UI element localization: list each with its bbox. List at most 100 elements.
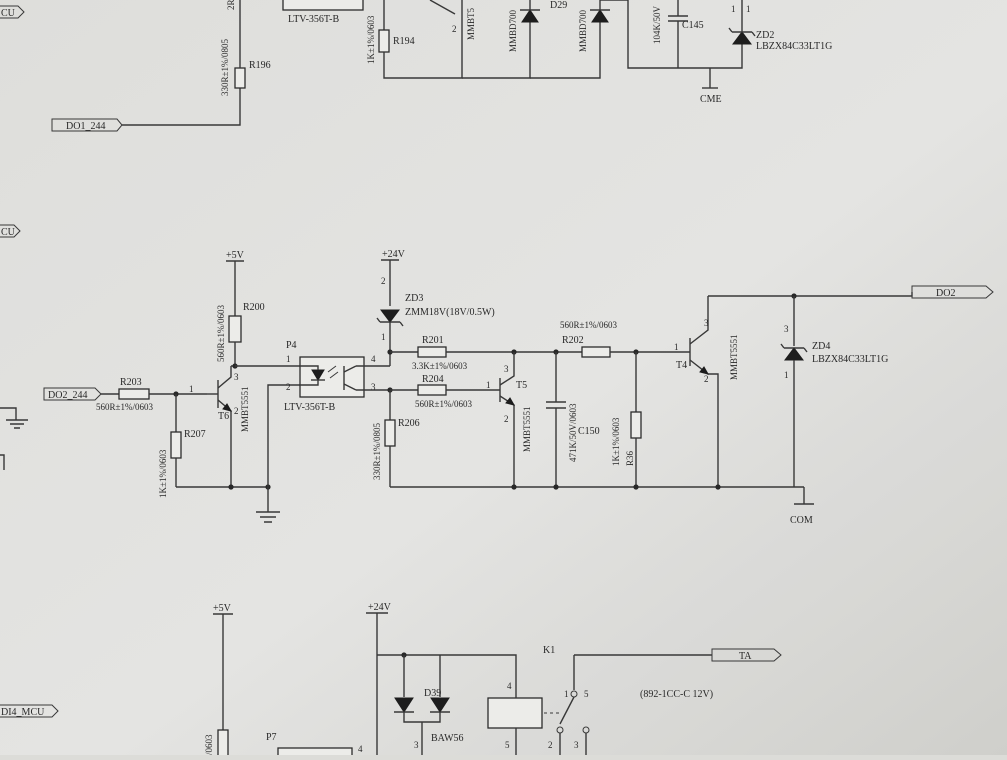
mid-v5-label: +5V — [226, 250, 245, 261]
net-flag-ta — [711, 648, 782, 662]
r202-ref: R202 — [562, 335, 584, 346]
top-transistor-pin-2: 2 — [452, 24, 457, 34]
c145-ref: C145 — [682, 20, 704, 31]
resistor-r202 — [581, 346, 611, 358]
bottom-v5-label: +5V — [213, 603, 232, 614]
zd2-ref: ZD2 — [756, 30, 774, 41]
c150-ref: C150 — [578, 426, 600, 437]
top-pin-label-2r: 2R — [226, 0, 236, 10]
t4-part: MMBT5551 — [729, 334, 739, 380]
resistor-r200 — [228, 315, 242, 343]
r202-value: 560R±1%/0603 — [560, 320, 617, 330]
r204-value: 560R±1%/0603 — [415, 399, 472, 409]
r203-value: 560R±1%/0603 — [96, 402, 153, 412]
relay-k1-ref: K1 — [543, 645, 555, 656]
zd2-part: LBZX84C33LT1G — [756, 41, 832, 52]
zd4-part: LBZX84C33LT1G — [812, 354, 888, 365]
relay-pin-2: 2 — [548, 740, 553, 750]
net-label-ta: TA — [739, 651, 752, 662]
resistor-r207 — [170, 431, 182, 459]
r201-value: 3.3K±1%/0603 — [412, 361, 468, 371]
optocoupler-p7 — [277, 747, 353, 760]
t5-pin-3: 3 — [504, 364, 509, 374]
top-diode-b-part: MMBD700 — [578, 9, 588, 52]
t5-pin-2: 2 — [504, 414, 509, 424]
zener-zd2 — [732, 31, 752, 45]
r206-value: 330R±1%/0805 — [372, 423, 382, 480]
r203-ref: R203 — [120, 377, 142, 388]
top-pin-1a: 1 — [731, 4, 736, 14]
c150-value: 471K/50V/0603 — [568, 403, 578, 462]
d39-pin-3: 3 — [414, 740, 419, 750]
relay-pin-5b: 5 — [584, 689, 589, 699]
net-flag-do1 — [51, 118, 123, 132]
p4-pin-4: 4 — [371, 354, 376, 364]
zd4-pin-1: 1 — [784, 370, 789, 380]
resistor-r201 — [417, 346, 447, 358]
p4-pin-3: 3 — [371, 382, 376, 392]
net-label-top-mcu: CU — [1, 8, 16, 19]
t5-pin-1: 1 — [486, 380, 491, 390]
r194-ref: R194 — [393, 36, 415, 47]
resistor-r194 — [378, 29, 390, 53]
mid-v24-label: +24V — [382, 249, 406, 260]
relay-pin-5: 5 — [505, 740, 510, 750]
t6-pin-3: 3 — [234, 372, 239, 382]
t6-pin-1: 1 — [189, 384, 194, 394]
zener-zd3 — [380, 309, 400, 323]
diode-d39-a — [394, 697, 414, 713]
d39-part: BAW56 — [431, 733, 464, 744]
top-diode-b — [591, 9, 609, 23]
resistor-r204 — [417, 384, 447, 396]
zd3-pin-2: 2 — [381, 276, 386, 286]
r196-value: 330R±1%/0805 — [220, 39, 230, 96]
c145-value: 104K/50V — [652, 6, 662, 45]
diode-d39-b — [430, 697, 450, 713]
r201-ref: R201 — [422, 335, 444, 346]
r200-value: 560R±1%/0603 — [216, 305, 226, 362]
mid-circuit: CU DO2_244 R203 560R±1%/0603 R207 1K±1%/… — [0, 224, 994, 526]
net-flag-do2 — [911, 285, 994, 299]
t4-ref: T4 — [676, 360, 687, 371]
t6-part: MMBT5551 — [240, 386, 250, 432]
relay-pin-1: 1 — [564, 689, 569, 699]
bottom-v24-label: +24V — [368, 602, 392, 613]
top-opto-body — [282, 0, 364, 11]
net-flag-mid-mcu — [0, 224, 21, 238]
t4-pin-2: 2 — [704, 374, 709, 384]
r206-ref: R206 — [398, 418, 420, 429]
p4-part: LTV-356T-B — [284, 402, 335, 413]
bottom-resistor — [217, 729, 229, 760]
top-transistor-part: MMBT5 — [466, 7, 476, 40]
net-flag-di4-mcu — [0, 704, 59, 718]
net-label-do1: DO1_244 — [66, 121, 105, 132]
net-label-di4-mcu: DI4_MCU — [1, 707, 45, 718]
d39-ref: D39 — [424, 688, 441, 699]
r36-value: 1K±1%/0603 — [611, 417, 621, 466]
resistor-r36 — [630, 411, 642, 439]
r204-ref: R204 — [422, 374, 444, 385]
t5-part: MMBT5551 — [522, 406, 532, 452]
top-opto-part: LTV-356T-B — [288, 14, 339, 25]
cme-ground-label: CME — [700, 94, 722, 105]
r207-value: 1K±1%/0603 — [158, 449, 168, 498]
resistor-r206 — [384, 419, 396, 447]
p7-ref: P7 — [266, 732, 277, 743]
bottom-res-value: /0603 — [204, 734, 214, 755]
com-ground-label: COM — [790, 515, 813, 526]
r194-value: 1K±1%/0603 — [366, 15, 376, 64]
p4-pin-2: 2 — [286, 382, 291, 392]
net-flag-top-mcu — [0, 5, 25, 19]
zd3-part: ZMM18V(18V/0.5W) — [405, 307, 495, 318]
net-label-do2-244: DO2_244 — [48, 390, 87, 401]
r196-ref: R196 — [249, 60, 271, 71]
t6-ref: T6 — [218, 411, 229, 422]
relay-pin-3: 3 — [574, 740, 579, 750]
net-flag-do2-244 — [43, 387, 102, 401]
top-diode-a-part: MMBD700 — [508, 9, 518, 52]
relay-k1-coil — [487, 697, 543, 729]
net-label-do2: DO2 — [936, 288, 955, 299]
net-label-mid-mcu: CU — [1, 227, 16, 238]
